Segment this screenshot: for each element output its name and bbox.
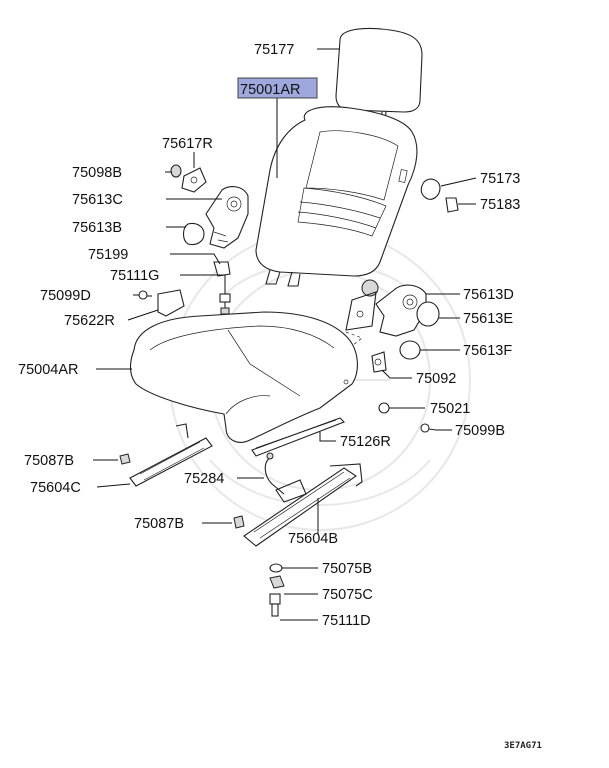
label-75284[interactable]: 75284: [184, 471, 224, 487]
label-75111G[interactable]: 75111G: [110, 268, 159, 284]
label-75126R[interactable]: 75126R: [340, 434, 391, 450]
label-75001AR[interactable]: 75001AR: [240, 82, 300, 98]
label-75622R[interactable]: 75622R: [64, 313, 115, 329]
seat-back: [255, 106, 418, 331]
right-hinge-parts: [345, 178, 459, 433]
seat-cushion: [129, 311, 358, 443]
label-75099D[interactable]: 75099D: [40, 288, 91, 304]
label-75604C[interactable]: 75604C: [30, 480, 81, 496]
label-75087B-top[interactable]: 75087B: [24, 453, 74, 469]
highlight-box: [237, 77, 318, 99]
diagram-code: 3E7AG71: [504, 741, 542, 751]
label-75613D[interactable]: 75613D: [463, 287, 514, 303]
bottom-hardware: [269, 563, 285, 617]
leader-lines: [93, 48, 477, 621]
label-75098B[interactable]: 75098B: [72, 165, 122, 181]
label-75613F[interactable]: 75613F: [463, 343, 512, 359]
label-75004AR[interactable]: 75004AR: [18, 362, 78, 378]
label-75075C[interactable]: 75075C: [322, 587, 373, 603]
label-75075B[interactable]: 75075B: [322, 561, 372, 577]
label-75099B[interactable]: 75099B: [455, 423, 505, 439]
label-75021[interactable]: 75021: [430, 401, 470, 417]
label-75173[interactable]: 75173: [480, 171, 520, 187]
label-75111D[interactable]: 75111D: [322, 613, 371, 629]
label-75183[interactable]: 75183: [480, 197, 520, 213]
seat-rails: [119, 417, 363, 547]
label-75604B[interactable]: 75604B: [288, 531, 338, 547]
label-75613E[interactable]: 75613E: [463, 311, 513, 327]
label-75092[interactable]: 75092: [416, 371, 456, 387]
label-75617R[interactable]: 75617R: [162, 136, 213, 152]
label-75613C[interactable]: 75613C: [72, 192, 123, 208]
left-hinge-parts: [138, 164, 249, 317]
label-75177[interactable]: 75177: [254, 42, 294, 58]
label-75199[interactable]: 75199: [88, 247, 128, 263]
label-75613B[interactable]: 75613B: [72, 220, 122, 236]
part-labels: 75177 75001AR 75617R 75098B 75613C 75613…: [18, 42, 520, 629]
label-75087B-bottom[interactable]: 75087B: [134, 516, 184, 532]
